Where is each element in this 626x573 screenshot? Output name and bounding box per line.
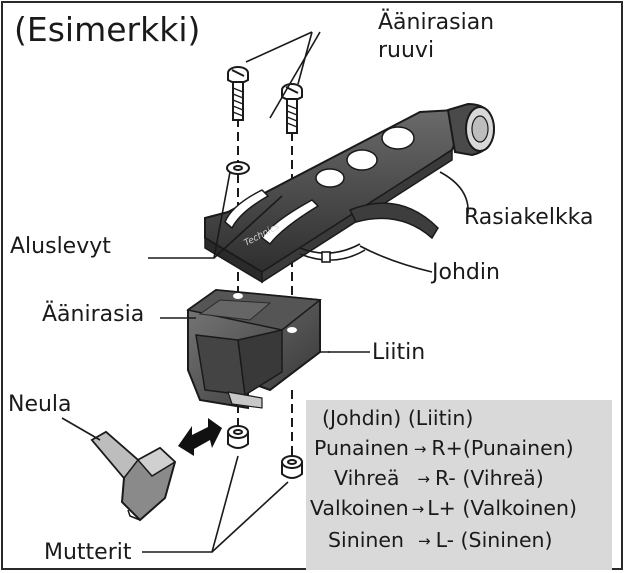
wiring-lead-color: Punainen <box>314 436 409 460</box>
right-arrow-icon: → <box>411 500 425 518</box>
headshell: Technics <box>204 102 496 284</box>
label-stylus: Neula <box>8 392 72 417</box>
wiring-terminal: L- (Sininen) <box>435 528 553 552</box>
wiring-header-lead: (Johdin) <box>322 406 402 430</box>
leader-lines <box>61 31 469 553</box>
right-arrow-icon: → <box>413 440 427 458</box>
wiring-terminal: R+(Punainen) <box>431 436 574 460</box>
label-cartridge-screw-line1: Äänirasian <box>378 10 495 35</box>
wiring-row: Vihreä → R- (Vihreä) <box>334 466 544 492</box>
wiring-row: Sininen →L- (Sininen) <box>328 528 553 554</box>
insert-direction-arrow <box>178 418 222 456</box>
washer-left <box>226 161 250 175</box>
right-arrow-icon: → <box>418 532 431 550</box>
wiring-lead-color: Vihreä <box>334 466 400 490</box>
wiring-header-terminal: (Liitin) <box>407 406 474 430</box>
page-title: (Esimerkki) <box>14 10 201 49</box>
wiring-row: Punainen→R+(Punainen) <box>314 436 574 462</box>
label-lead-wire: Johdin <box>432 260 500 285</box>
cartridge-screw-left <box>227 66 249 121</box>
label-cartridge: Äänirasia <box>42 302 145 327</box>
nut-left <box>227 425 249 449</box>
label-cartridge-screw-line2: ruuvi <box>378 38 435 63</box>
wiring-row: Valkoinen→L+ (Valkoinen) <box>310 496 577 522</box>
label-nuts: Mutterit <box>44 540 132 565</box>
wiring-lead-color: Sininen <box>328 528 404 552</box>
stylus <box>90 430 177 522</box>
label-connector: Liitin <box>372 340 426 365</box>
wiring-terminal: L+ (Valkoinen) <box>427 496 578 520</box>
right-arrow-icon: → <box>417 470 430 488</box>
wiring-terminal: R- (Vihreä) <box>435 466 544 490</box>
nut-right <box>281 455 303 479</box>
label-washers: Aluslevyt <box>10 234 111 259</box>
cartridge <box>186 288 330 410</box>
wiring-table: (Johdin) (Liitin) Punainen→R+(Punainen) … <box>306 400 612 570</box>
lead-wires <box>299 243 366 263</box>
wiring-header: (Johdin) (Liitin) <box>322 406 473 430</box>
wiring-lead-color: Valkoinen <box>310 496 409 520</box>
label-headshell: Rasiakelkka <box>464 205 594 230</box>
